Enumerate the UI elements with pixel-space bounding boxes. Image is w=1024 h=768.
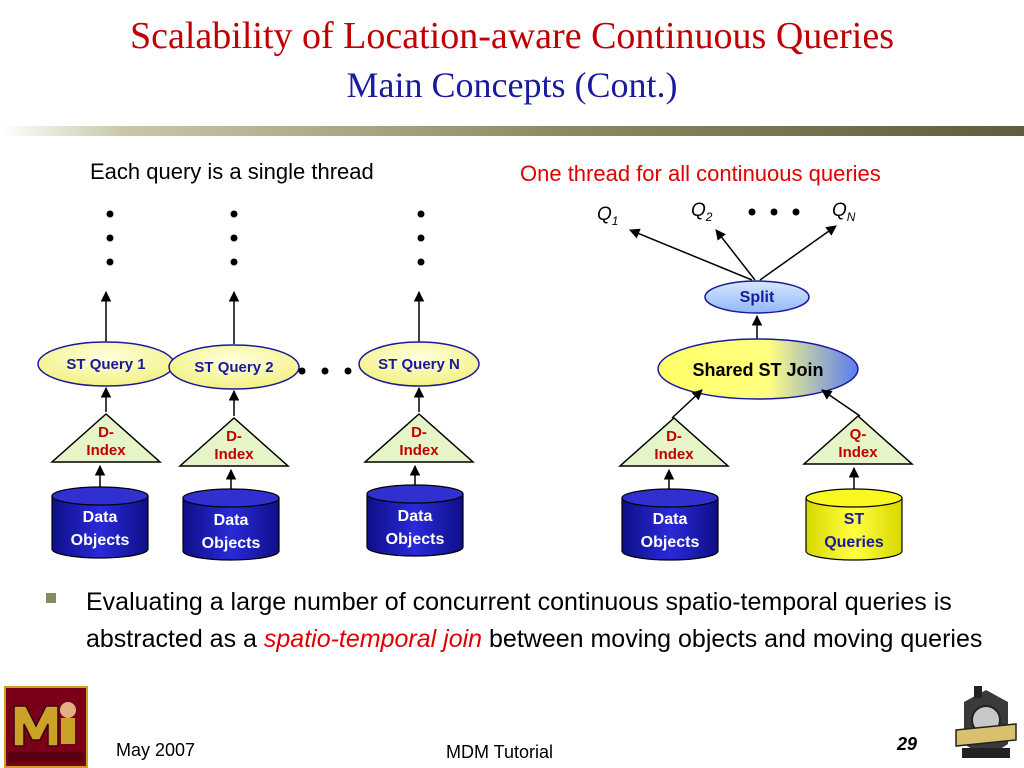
output-qn-label: QN	[832, 200, 856, 224]
d-index-label: D-	[226, 428, 242, 445]
ellipsis-dot	[417, 258, 425, 266]
data-objects-cylinder	[51, 495, 149, 559]
q-index-label: Index	[838, 444, 878, 461]
d-index-label: Index	[86, 442, 126, 459]
d-index-label: D-	[98, 424, 114, 441]
ellipsis-dot	[344, 367, 352, 375]
right-diagram-heading: One thread for all continuous queries	[520, 161, 881, 186]
output-q2-label: Q2	[691, 200, 713, 224]
st-query-1-label: ST Query 1	[66, 356, 145, 373]
ellipsis-dot	[230, 258, 238, 266]
data-objects-cylinder	[621, 497, 719, 561]
d-index-label: Index	[214, 446, 254, 463]
footer-title: MDM Tutorial	[446, 742, 554, 762]
d-index-triangle	[50, 412, 162, 463]
bullet-marker	[46, 593, 56, 603]
data-objects-cylinder	[182, 497, 280, 561]
arrow	[715, 229, 756, 281]
data-objects-label: Data	[83, 509, 118, 526]
d-index-label: D-	[666, 428, 682, 445]
left-diagram-heading: Each query is a single thread	[90, 159, 374, 184]
bullet-text-part: Evaluating a large number of concurrent …	[86, 588, 952, 653]
ellipsis-dot	[792, 208, 800, 216]
data-objects-label: Data	[398, 508, 433, 525]
ellipsis-dot	[106, 234, 114, 242]
ellipsis-dot	[417, 234, 425, 242]
column-query-1: ST Query 1 D- Index Data Objects	[37, 210, 175, 559]
split-node	[704, 280, 810, 314]
ellipsis-dot	[748, 208, 756, 216]
ellipsis-dot	[298, 367, 306, 375]
ellipsis-dot	[770, 208, 778, 216]
q-index-triangle	[802, 414, 914, 465]
slide-subtitle: Main Concepts (Cont.)	[346, 65, 678, 105]
st-queries-cylinder	[805, 497, 903, 561]
data-objects-label: Objects	[71, 532, 130, 549]
ellipsis-dot	[106, 258, 114, 266]
ellipsis-dot	[417, 210, 425, 218]
shared-st-join-node	[657, 338, 859, 400]
data-objects-label: Data	[653, 511, 688, 528]
slide-title: Scalability of Location-aware Continuous…	[129, 15, 894, 57]
q-index-label: Q-	[850, 426, 867, 443]
page-number: 29	[897, 734, 918, 754]
ellipsis-dot	[230, 234, 238, 242]
d-index-triangle	[363, 412, 475, 463]
d-index-triangle	[178, 416, 290, 467]
footer-date: May 2007	[116, 740, 196, 760]
data-objects-label: Objects	[202, 535, 261, 552]
arrow	[629, 228, 753, 281]
bullet-text-part: between moving objects and moving querie…	[482, 625, 983, 653]
column-query-2: ST Query 2 D- Index Data Objects	[168, 210, 300, 561]
arrow	[821, 389, 861, 417]
data-objects-label: Objects	[386, 531, 445, 548]
ellipsis-dot	[321, 367, 329, 375]
data-objects-label: Data	[214, 512, 249, 529]
shared-join-diagram: Q1 Q2 QN Split Shared ST Join D- Index Q…	[597, 200, 914, 561]
data-objects-cylinder	[366, 493, 464, 557]
st-queries-label: ST	[844, 511, 865, 528]
d-index-triangle	[618, 416, 730, 467]
output-q1-label: Q1	[597, 204, 618, 228]
title-divider	[0, 126, 1024, 136]
split-label: Split	[740, 289, 775, 306]
purdue-logo	[950, 684, 1022, 766]
column-query-n: ST Query N D- Index Data Objects	[358, 210, 480, 557]
st-queries-label: Queries	[824, 534, 884, 551]
st-query-2-label: ST Query 2	[194, 359, 273, 376]
arrow	[671, 389, 703, 419]
data-objects-label: Objects	[641, 534, 700, 551]
arrow	[759, 225, 837, 281]
bullet-emphasis: spatio-temporal join	[263, 625, 483, 653]
ellipsis-dot	[230, 210, 238, 218]
st-query-2-node	[168, 344, 300, 390]
shared-st-join-label: Shared ST Join	[692, 360, 823, 380]
st-query-n-label: ST Query N	[378, 356, 460, 373]
d-index-label: Index	[399, 442, 439, 459]
d-index-label: D-	[411, 424, 427, 441]
ellipsis-dot	[106, 210, 114, 218]
bullet-text: Evaluating a large number of concurrent …	[86, 584, 996, 658]
d-index-label: Index	[654, 446, 694, 463]
university-of-minnesota-logo	[4, 686, 88, 768]
st-query-n-node	[358, 341, 480, 387]
